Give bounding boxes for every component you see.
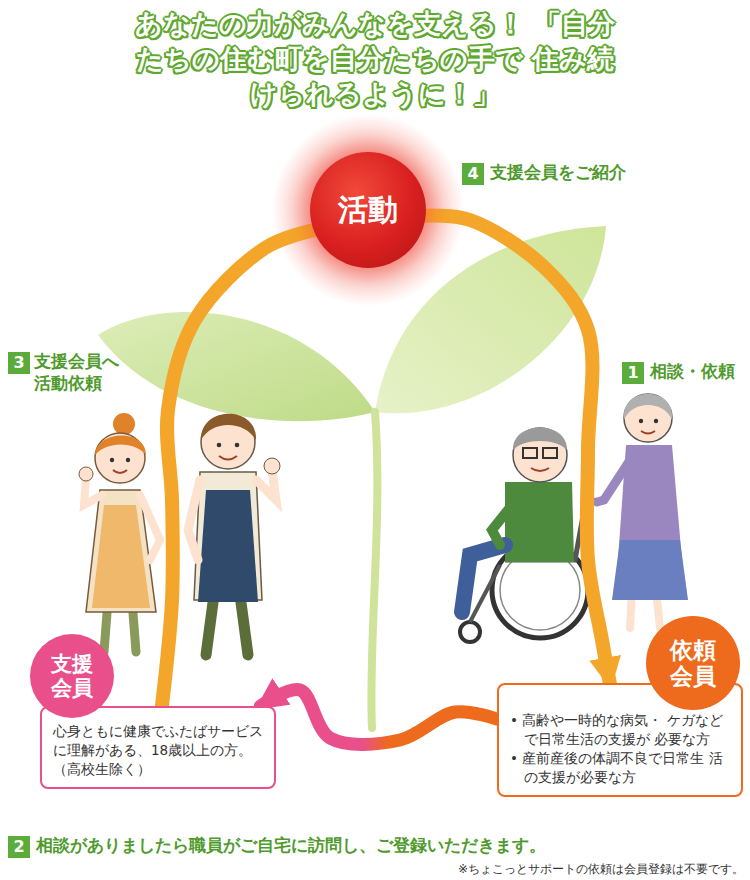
step-label: 相談・依頼 xyxy=(650,360,746,382)
supporter-man xyxy=(188,414,280,655)
step-label: 支援会員へ 活動依頼 xyxy=(34,350,126,394)
member-description: • 高齢や一時的な病気・ ケガなどで日常生活の支援が 必要な方 xyxy=(510,711,730,749)
step-number: 1 xyxy=(622,362,644,384)
wheelchair-user xyxy=(460,428,596,643)
stem xyxy=(371,412,377,728)
caregiver-woman xyxy=(597,394,688,628)
flow-arrow xyxy=(426,216,610,683)
left-leaf xyxy=(98,312,375,421)
flow-arrow xyxy=(260,690,497,745)
member-description: • 産前産後の体調不良で日常生 活の支援が必要な方 xyxy=(510,749,730,787)
step-label: 相談がありましたら職員がご自宅に訪問し、ご登録いただきます。 xyxy=(36,834,676,856)
supporter-woman xyxy=(79,413,160,652)
step-number: 3 xyxy=(8,352,30,374)
step-label: 支援会員をご紹介 xyxy=(490,161,690,183)
activity-circle: 活動 xyxy=(310,152,426,268)
member-box: 支援 会員心身ともに健康でふたばサービス に理解がある、18歳以上の方。 （高校… xyxy=(40,706,276,789)
step-number: 4 xyxy=(462,163,484,185)
member-box: 依頼 会員• 高齢や一時的な病気・ ケガなどで日常生活の支援が 必要な方• 産前… xyxy=(497,683,743,797)
node-text: 活動 xyxy=(338,190,398,231)
title: あなたの力がみんなを支える！ 「自分たちの住む町を自分たちの手で 住み続けられる… xyxy=(135,6,615,111)
step-label: ※ちょこっとサポートの依頼は会員登録は不要です。 xyxy=(400,861,744,878)
step-number: 2 xyxy=(8,836,30,858)
flow-arrow xyxy=(162,230,314,706)
member-badge: 依頼 会員 xyxy=(646,616,740,710)
member-description: 心身ともに健康でふたばサービス に理解がある、18歳以上の方。 （高校生除く） xyxy=(53,722,263,779)
member-badge: 支援 会員 xyxy=(30,634,114,718)
right-leaf xyxy=(375,226,606,413)
